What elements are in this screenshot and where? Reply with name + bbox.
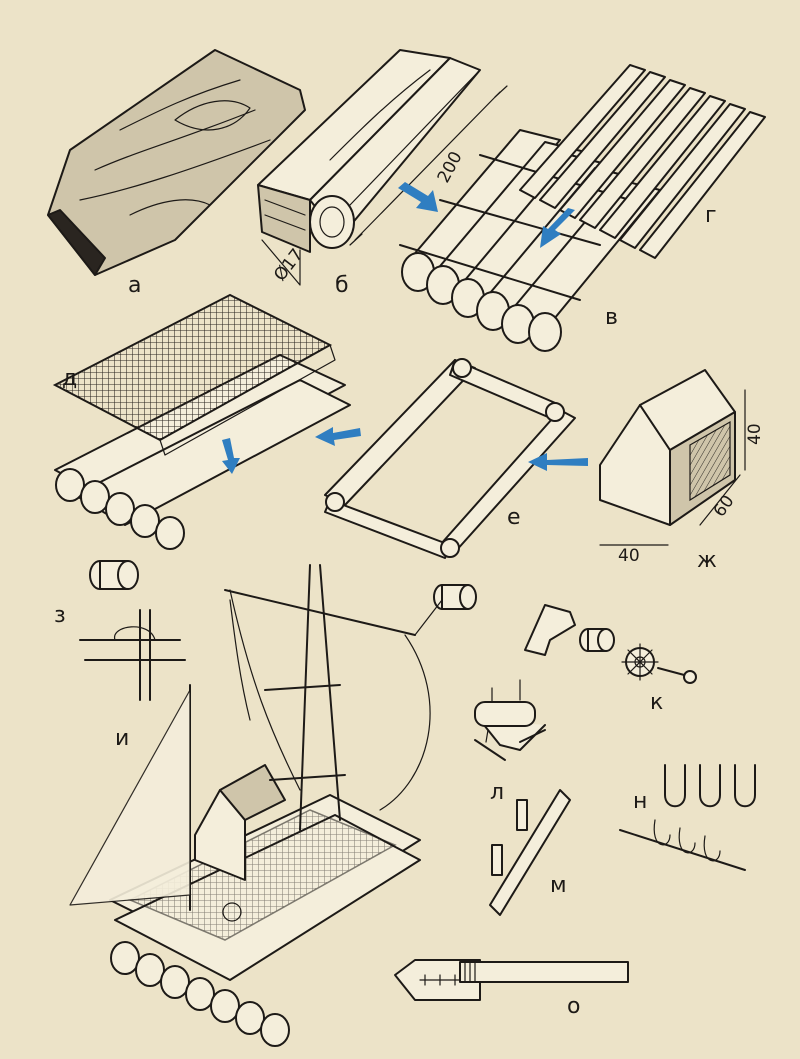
raft-log-ends xyxy=(110,941,290,1047)
dim-log-diameter: Ø17 xyxy=(270,245,307,285)
figure-l-bracket-roller xyxy=(474,679,546,761)
figure-o-blade-knife xyxy=(394,959,629,1001)
label-l: л xyxy=(490,780,504,805)
label-b: б xyxy=(335,273,349,298)
label-d: д xyxy=(62,366,77,391)
label-n: н xyxy=(633,789,647,814)
log-end-row xyxy=(401,252,562,352)
arrow-e-to-d xyxy=(315,427,361,446)
arrow-d-down xyxy=(222,438,240,474)
figure-g-log-sheet xyxy=(519,64,766,259)
arrow-g-to-v xyxy=(540,208,575,248)
label-k: к xyxy=(650,690,663,715)
figure-m-pegs xyxy=(489,789,571,916)
label-e: е xyxy=(507,505,521,530)
label-a: а xyxy=(128,273,141,298)
arrow-zh-to-e xyxy=(528,453,588,471)
figure-a-rough-plank xyxy=(47,49,306,276)
figure-i-assembled-raft xyxy=(69,564,477,1047)
figure-b-beam-and-log xyxy=(257,49,508,286)
process-arrows xyxy=(222,182,588,474)
figure-z-spool-detail xyxy=(79,560,186,701)
label-i: и xyxy=(115,726,129,751)
dim-hut-depth: 60 xyxy=(710,492,739,521)
label-zh: ж xyxy=(697,548,717,573)
arrow-b-to-v xyxy=(398,182,438,212)
label-g: г xyxy=(705,203,717,228)
dim-hut-width: 40 xyxy=(618,546,640,566)
label-o: о xyxy=(567,994,580,1019)
label-m: м xyxy=(550,873,567,898)
deck-log-ends xyxy=(55,468,185,550)
label-z: з xyxy=(54,603,66,628)
figure-d-mesh-deck xyxy=(52,293,351,550)
figure-k-small-parts xyxy=(524,604,697,684)
figure-zh-hut xyxy=(599,369,746,546)
figure-n-rope-clips xyxy=(619,764,756,871)
figure-e-log-frame xyxy=(324,358,576,559)
label-v: в xyxy=(605,305,618,330)
dim-hut-height: 40 xyxy=(745,423,765,445)
